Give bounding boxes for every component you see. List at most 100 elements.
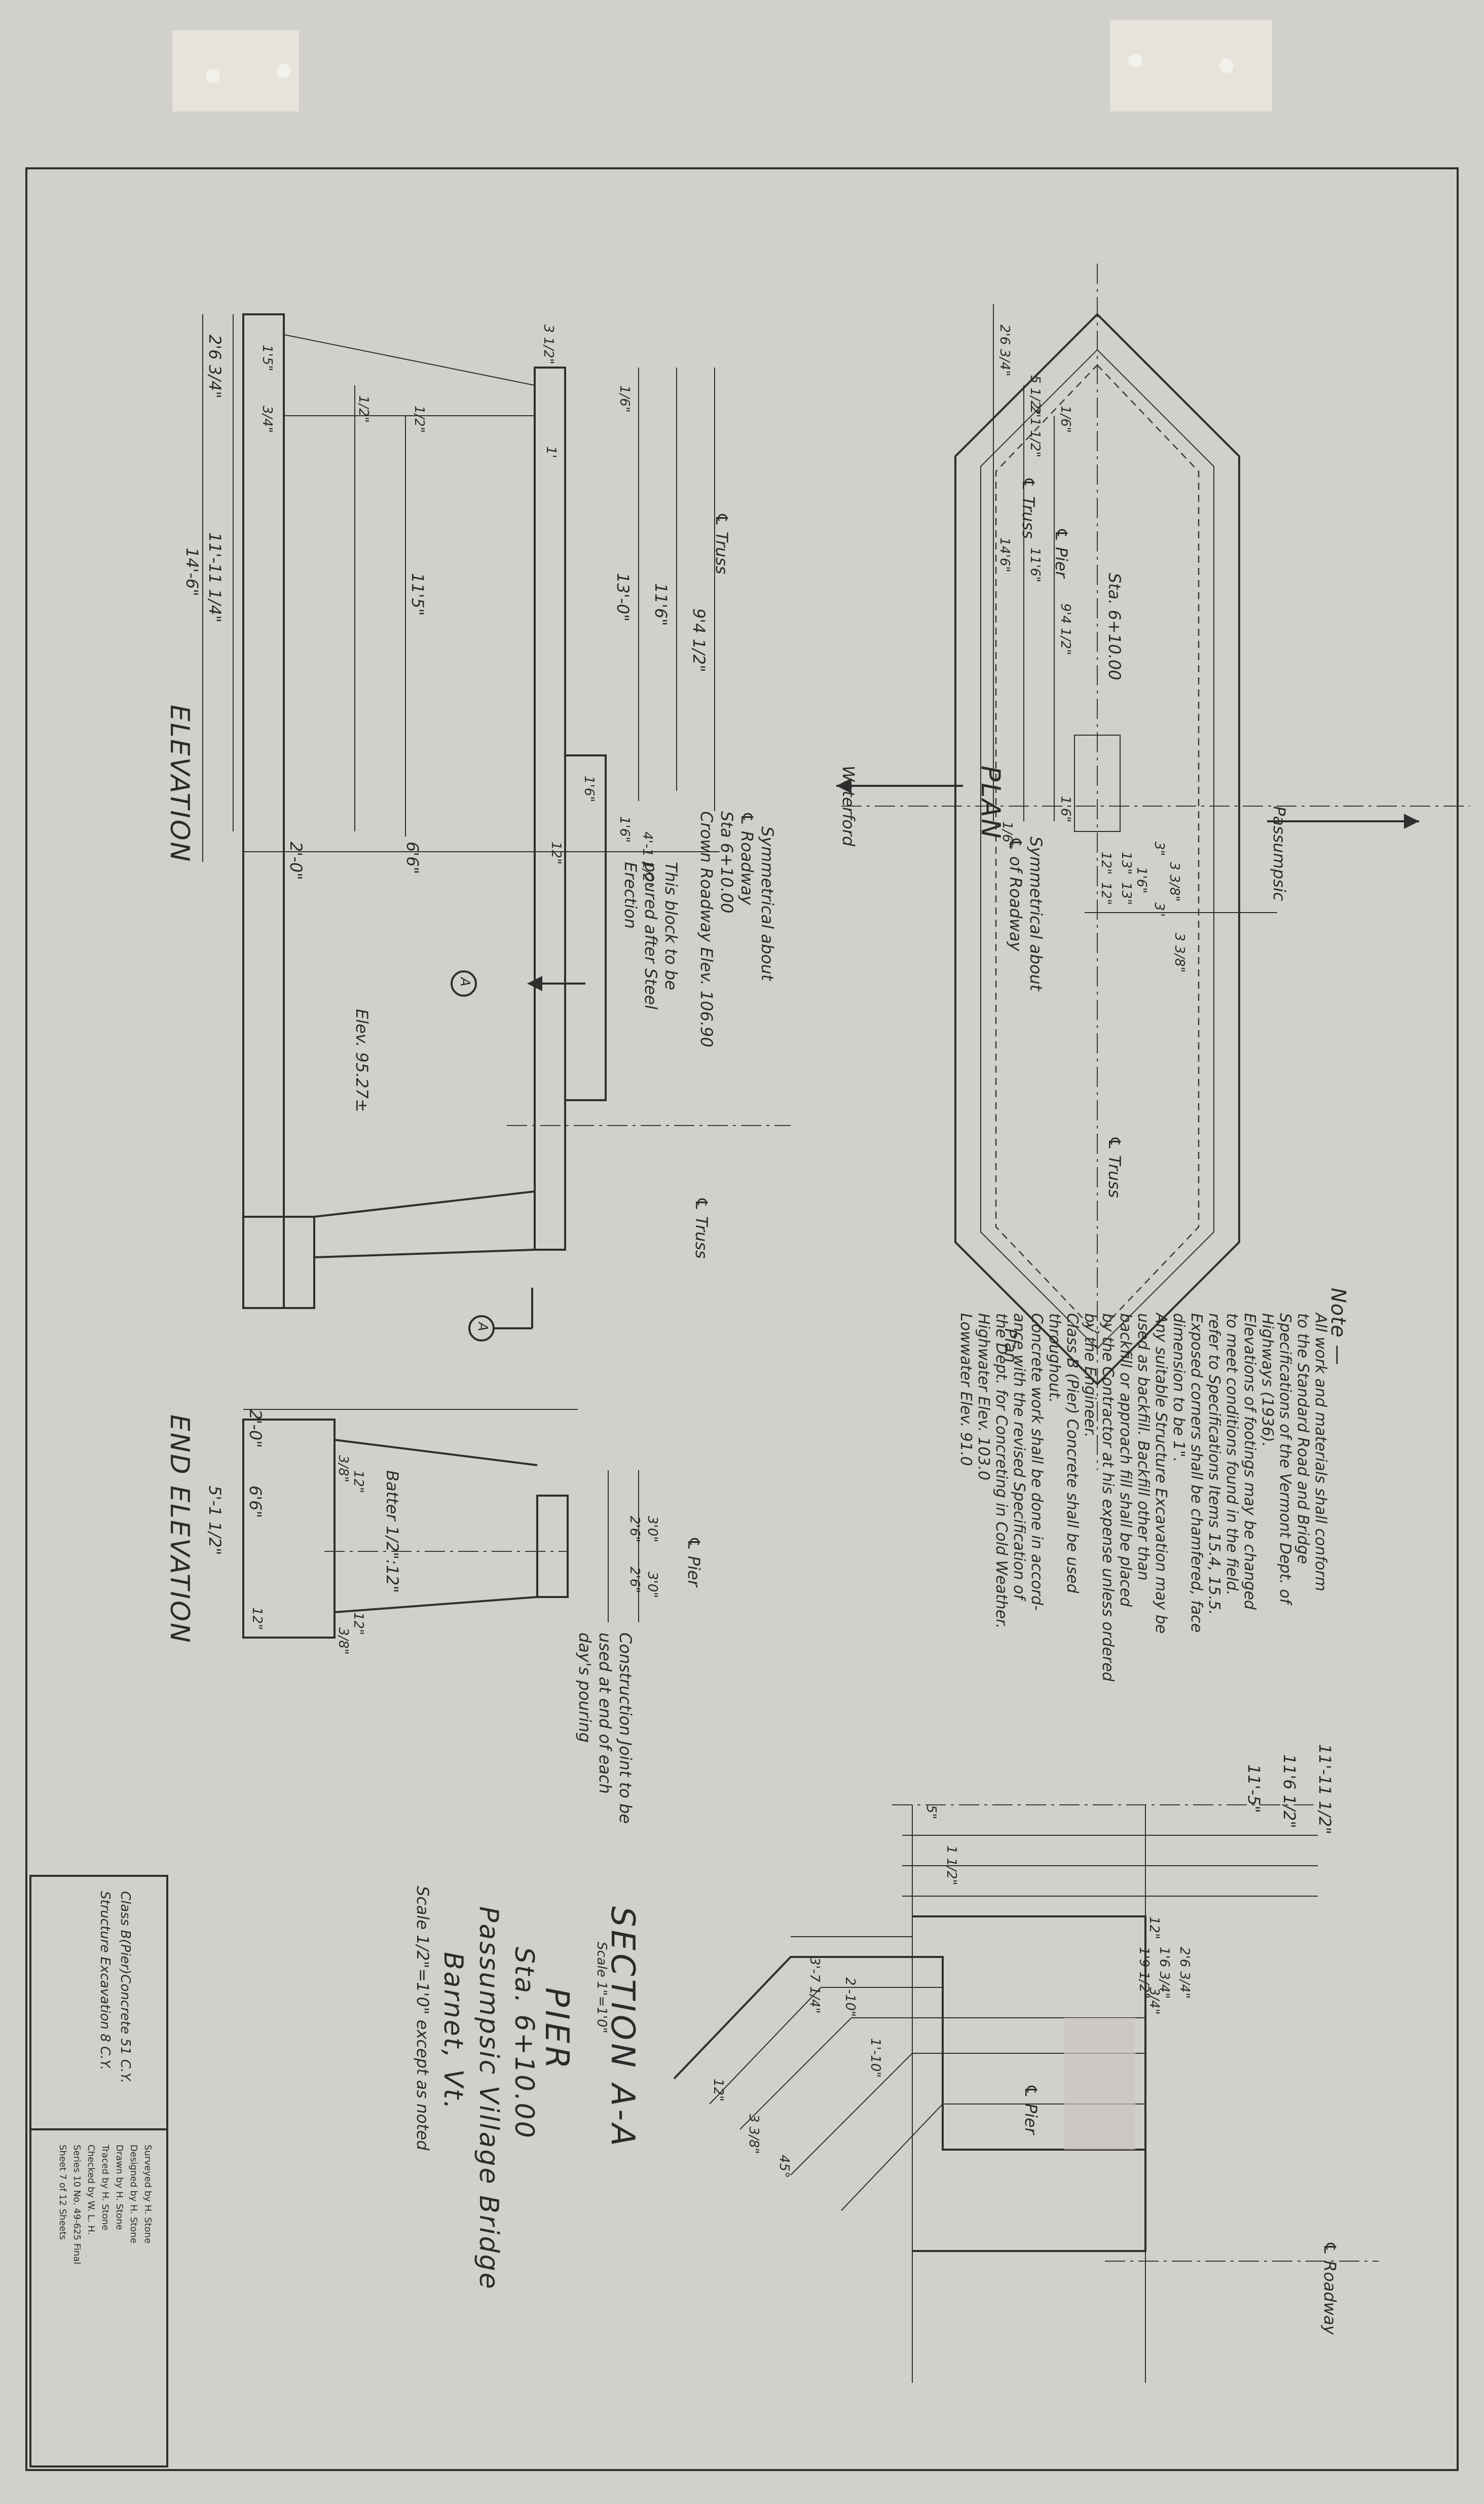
note-line: by the Engineer.: [1081, 1313, 1099, 1438]
elev-dim-left-3: 14'-6": [182, 548, 202, 597]
elev-dim-left-4: 1'5": [259, 345, 275, 372]
section-dim-8: 1'-10": [868, 2038, 883, 2078]
plan-cl-pier: ℄ Pier: [1052, 527, 1071, 578]
plan-cl-truss: ℄ Truss: [1019, 477, 1038, 539]
elev-elevation: Elev. 95.27±: [352, 1009, 372, 1112]
end-dim-1: 2'-0": [246, 1409, 265, 1448]
end-joint-note-2: used at end of each: [596, 1632, 615, 1794]
plan-dim-13: 1'6": [1134, 867, 1149, 894]
section-dim-2: 11'6 1/2": [1280, 1754, 1299, 1829]
section-dim-3: 11'-5": [1244, 1764, 1264, 1813]
section-dim-10: 3 3/8": [746, 2114, 761, 2154]
end-joint-note-1: Construction Joint to be: [616, 1632, 635, 1824]
elev-dim-right-6: 9'4 1/2": [689, 608, 709, 672]
section-dim-11: 12": [1146, 1916, 1162, 1940]
end-elevation-title: END ELEVATION: [164, 1414, 195, 1644]
end-dim-9: 3'0": [645, 1516, 660, 1543]
section-scale: Scale 1"=1'0": [594, 1942, 609, 2034]
elev-cl-truss-bottom: ℄ Truss: [692, 1196, 711, 1259]
drawing-station: Sta. 6+10.00: [509, 1947, 539, 2139]
plan-dim-12: 13": [1119, 882, 1134, 905]
credit-line: Drawn by H. Stone: [114, 2145, 125, 2230]
credit-line: Series 10 No. 49-625 Final: [71, 2145, 82, 2265]
section-cl-roadway: ℄ Roadway: [1320, 2241, 1340, 2335]
section-dim-16: 45°: [776, 2155, 792, 2179]
plan-cl-truss-b: ℄ Truss: [1105, 1136, 1124, 1198]
credits-box: [29, 2128, 168, 2467]
elev-dim-left-6: 1/2": [356, 395, 371, 423]
note-line: to the Standard Road and Bridge: [1294, 1313, 1312, 1564]
section-view: [673, 1804, 1379, 2383]
end-joint-note-3: day's pouring: [575, 1632, 595, 1743]
elevation-title: ELEVATION: [164, 705, 195, 863]
note-line: ance with the revised Specification of: [1010, 1313, 1028, 1600]
note-line: backfill or approach fill shall be place…: [1117, 1313, 1134, 1607]
plan-view: [836, 264, 1470, 1470]
end-dim-7: 12": [351, 1612, 366, 1636]
plan-dim-1: 2'6 3/4": [997, 324, 1012, 377]
note-line: Highwater Elev. 103.0: [975, 1313, 992, 1480]
credit-line: Sheet 7 of 12 Sheets: [57, 2145, 68, 2240]
note-line: Exposed corners shall be chamfered, face: [1188, 1313, 1205, 1633]
plan-symmetrical: Symmetrical about: [1026, 837, 1046, 991]
plan-dim-18: 1/6": [999, 821, 1015, 849]
section-marker-top: [451, 970, 477, 997]
quantity-excavation: Structure Excavation 8 C.Y.: [97, 1891, 113, 2071]
plan-dim-11: 13": [1119, 852, 1134, 875]
plan-dim-4: 14'6": [997, 537, 1012, 572]
bridge-location: Barnet, Vt.: [438, 1952, 468, 2111]
end-dim-2: 6'6": [246, 1485, 265, 1518]
plan-dim-10: 12": [1098, 882, 1114, 905]
plan-dim-15: 3": [1152, 902, 1167, 917]
section-dim-9: 12": [711, 2079, 726, 2102]
credit-line: Checked by W. L. H.: [86, 2145, 96, 2235]
end-elevation-view: [242, 1409, 639, 1639]
end-dim-10: 2'6": [627, 1516, 642, 1543]
elev-dim-mid-5: 12": [548, 842, 564, 865]
end-dim-4: 5'-1 1/2": [205, 1485, 225, 1555]
note-line: by the Contractor at his expense unless …: [1099, 1313, 1117, 1682]
elevation-view: [202, 313, 791, 1341]
drawing-title: PIER: [538, 1987, 575, 2072]
elev-dim-right-8: 1'6": [617, 816, 632, 843]
plan-dim-8: 1'6": [1058, 796, 1073, 823]
elev-dim-right-2: 1/6": [617, 385, 632, 413]
note-line: Specifications of the Vermont Dept. of: [1276, 1313, 1294, 1604]
section-dim-1: 11'-11 1/2": [1315, 1744, 1334, 1835]
elev-block-note-1: This block to be: [661, 862, 681, 990]
section-dim-6: 3'-7 1/4": [807, 1957, 822, 2014]
section-title: SECTION A-A: [604, 1906, 641, 2149]
plan-dim-16: 3 3/8": [1167, 862, 1182, 902]
section-dim-15: 3/4": [1146, 1987, 1162, 2015]
plan-cl-roadway: ℄ of Roadway: [1006, 837, 1025, 952]
elev-dim-right-1: 3 1/2": [541, 324, 556, 365]
notes-heading: Note —: [1326, 1288, 1350, 1366]
elev-dim-left-5: 3/4": [259, 406, 275, 433]
end-dim-8: 3/8": [336, 1627, 351, 1655]
plan-dim-14: 3": [1152, 842, 1167, 856]
note-line: All work and materials shall conform: [1312, 1313, 1329, 1591]
elev-dim-right-4: 13'-0": [613, 573, 633, 622]
plan-dim-17: 3 3/8": [1172, 933, 1187, 973]
elev-block-note-3: Erection: [621, 862, 640, 929]
elev-dim-right-7: 1'6": [581, 776, 597, 803]
end-batter: Batter 1/2":12": [383, 1470, 402, 1593]
end-dim-11: 2'6": [627, 1567, 642, 1593]
section-dim-4: 5": [923, 1805, 939, 1820]
elev-block-note-2: poured after Steel: [641, 862, 660, 1010]
plan-sta: Sta. 6+10.00: [1105, 573, 1124, 680]
note-line: Class B (Pier) Concrete shall be used: [1063, 1313, 1081, 1593]
note-line: Elevations of footings may be changed: [1241, 1313, 1258, 1610]
note-line: Lowwater Elev. 91.0: [957, 1313, 975, 1466]
note-line: throughout.: [1046, 1313, 1063, 1403]
section-marker-letter-bottom: A: [475, 1322, 490, 1331]
elev-symmetrical: Symmetrical about: [758, 826, 777, 981]
section-marker-letter-top: A: [457, 977, 472, 987]
note-line: Any suitable Structure Excavation may be: [1152, 1313, 1170, 1634]
section-dim-7: 2'-10": [842, 1977, 858, 2017]
bridge-name: Passumpsic Village Bridge: [473, 1906, 504, 2291]
elev-sta: Sta 6+10.00: [717, 811, 736, 914]
end-dim-6: 12": [351, 1470, 366, 1494]
elev-dim-left-2: 11'-11 1/4": [205, 532, 225, 623]
